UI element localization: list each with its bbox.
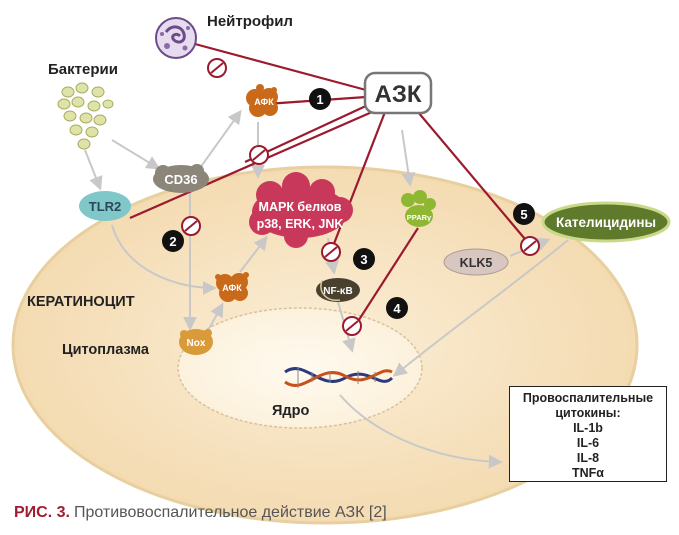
cathelicidins-label: Кателицидины	[556, 215, 656, 230]
figure-caption: РИС. 3.Противовоспалительное действие АЗ…	[14, 504, 387, 522]
inhibit-line-nfkb	[328, 111, 387, 255]
caption-label: РИС. 3.	[14, 504, 70, 521]
inhibit-symbol-nfkb	[321, 242, 341, 262]
inhibit-line-ppar-path	[354, 227, 419, 327]
cytokine-item: IL-1b	[573, 421, 603, 435]
afk-top-blob	[246, 84, 278, 117]
cytokines-box: Провоспалительные цитокины: IL-1b IL-6 I…	[509, 386, 667, 482]
nucleus-label: Ядро	[272, 403, 309, 419]
cytokine-item: IL-6	[576, 436, 600, 450]
inhibit-symbol-neutrophil	[207, 58, 227, 78]
azk-box	[363, 71, 433, 115]
cytokines-title-line1: Провоспалительные	[522, 391, 654, 405]
cd36-label: CD36	[164, 172, 197, 187]
azk-label: АЗК	[374, 81, 421, 108]
ppar-label: PPARγ	[407, 213, 432, 222]
nfkb-blob	[316, 278, 360, 302]
arrow-cd36-afk-top	[199, 109, 242, 169]
cytokines-title-line2: цитокины:	[555, 406, 621, 420]
svg-text:2: 2	[169, 234, 176, 249]
neutrophil-label: Нейтрофил	[207, 13, 293, 30]
inhibit-line-tlr2	[129, 110, 373, 220]
arrow-bacteria-cd36	[111, 139, 161, 170]
arrow-afk-mid-mapk	[239, 235, 268, 273]
mapk-label-line2: p38, ERK, JNK	[257, 217, 344, 231]
inhibit-line-neutrophil	[194, 42, 367, 92]
step-badge-1: 1	[309, 88, 331, 110]
dna-helix-icon	[284, 367, 394, 388]
inhibit-symbol-tlr2	[181, 216, 201, 236]
cytoplasm-label: Цитоплазма	[62, 342, 150, 358]
mapk-proteins-blob	[249, 172, 353, 248]
inhibition-lines	[129, 42, 531, 327]
inhibit-symbol-klk5	[520, 236, 540, 256]
neutrophil-icon	[155, 17, 197, 59]
svg-text:1: 1	[316, 92, 323, 107]
arrow-bacteria-tlr2	[84, 149, 103, 191]
nox-label: Nox	[187, 338, 206, 349]
cathelicidins-blob	[541, 201, 671, 243]
klk5-label: KLK5	[460, 256, 493, 270]
bacteria-label: Бактерии	[48, 61, 118, 78]
arrow-dna-cytokines	[339, 394, 503, 469]
step-badge-5: 5	[513, 203, 535, 225]
svg-text:4: 4	[393, 301, 401, 316]
svg-text:5: 5	[520, 207, 527, 222]
inhibit-symbol-dna	[342, 316, 362, 336]
bacteria-cluster-icon	[57, 82, 114, 150]
step-badge-4: 4	[386, 297, 408, 319]
cytokine-item: TNFα	[572, 466, 604, 480]
ppar-blob	[401, 190, 436, 227]
cd36-blob	[153, 164, 209, 193]
klk5-blob	[443, 248, 509, 276]
step-badge-3: 3	[353, 248, 375, 270]
afk-mid-label: АФК	[222, 283, 242, 293]
arrow-cathelicidins-dna	[392, 239, 569, 377]
afk-top-label: АФК	[254, 97, 274, 107]
keratinocyte-label: КЕРАТИНОЦИТ	[27, 294, 135, 310]
afk-mid-blob	[215, 272, 249, 302]
caption-text: Противовоспалительное действие АЗК [2]	[73, 504, 387, 521]
inhibition-symbols	[181, 58, 540, 336]
tlr2-blob	[79, 191, 131, 221]
svg-text:3: 3	[360, 252, 367, 267]
inhibit-symbol-mapk	[249, 145, 269, 165]
arrow-tlr2-afk-mid	[111, 224, 217, 295]
inhibit-line-klk5	[417, 111, 531, 246]
arrow-azk-ppar	[401, 129, 416, 187]
cytokine-item: IL-8	[576, 451, 600, 465]
step-badges: 1 2 3 4 5	[162, 88, 535, 319]
nfkb-label: NF-κB	[323, 286, 352, 297]
nox-blob	[179, 329, 213, 355]
step-badge-2: 2	[162, 230, 184, 252]
tlr2-label: TLR2	[89, 199, 122, 214]
mapk-label-line1: МАРК белков	[259, 200, 342, 214]
